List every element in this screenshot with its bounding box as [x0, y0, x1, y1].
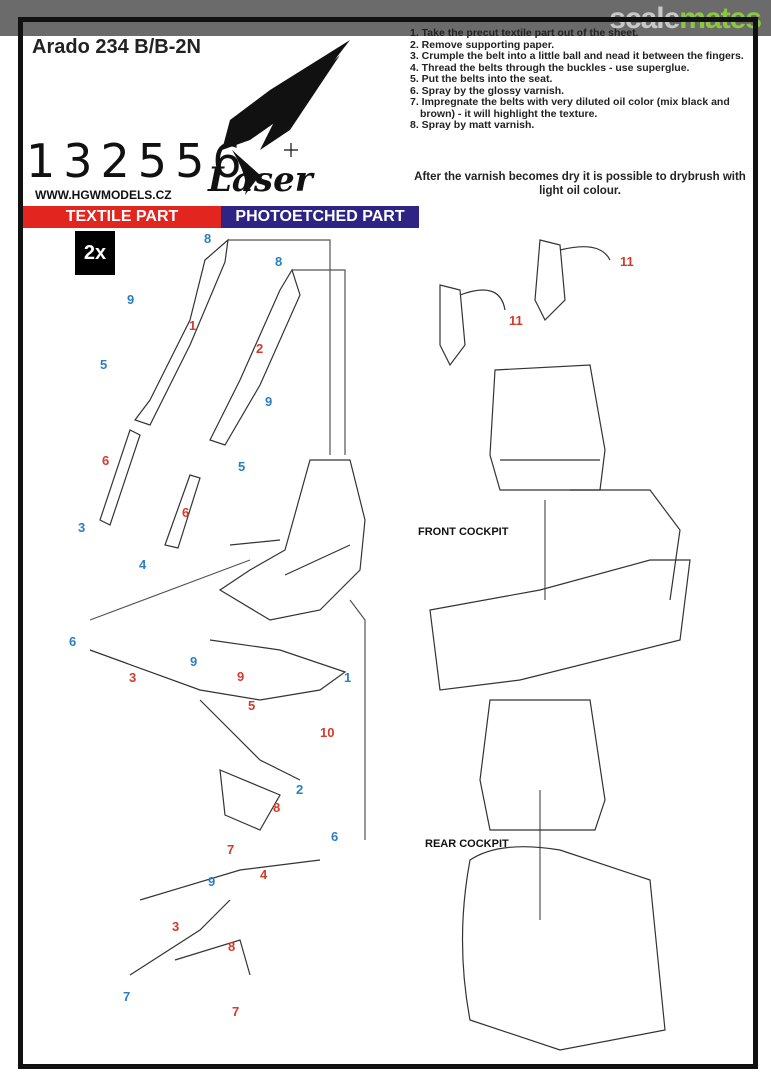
callout: 5	[238, 459, 246, 474]
rear-cockpit	[461, 699, 666, 1051]
callout: 11	[620, 254, 634, 269]
rear-cockpit-label: REAR COCKPIT	[425, 838, 509, 850]
callout: 9	[265, 394, 273, 409]
callout: 6	[102, 453, 110, 468]
callout: 9	[237, 669, 245, 684]
callout: 10	[320, 725, 335, 740]
quantity-badge: 2x	[75, 231, 115, 275]
seat	[218, 459, 366, 621]
callout: 8	[204, 231, 212, 246]
callout: 7	[232, 1004, 240, 1019]
callout: 7	[123, 989, 131, 1004]
after-note: After the varnish becomes dry it is poss…	[414, 171, 746, 197]
callout: 2	[296, 782, 304, 797]
instruction-step: 3. Crumple the belt into a little ball a…	[410, 50, 744, 62]
product-code: 132556	[26, 134, 250, 188]
callout: 8	[273, 800, 281, 815]
callout: 9	[190, 654, 198, 669]
instruction-step: 5. Put the belts into the seat.	[410, 73, 553, 85]
callout: 8	[275, 254, 283, 269]
callout: 1	[344, 670, 352, 685]
pe-harness-front	[439, 239, 611, 367]
callout: 9	[208, 874, 216, 889]
callout: 5	[248, 698, 256, 713]
callout: 7	[227, 842, 235, 857]
callout: 3	[172, 919, 180, 934]
instruction-step: 7. Impregnate the belts with very dilute…	[410, 96, 730, 120]
callout: 5	[100, 357, 108, 372]
callout: 9	[127, 292, 135, 307]
laser-logo: Laser	[208, 160, 313, 200]
instruction-step: 2. Remove supporting paper.	[410, 38, 555, 51]
callout: 8	[228, 939, 236, 954]
website-link: WWW.HGWMODELS.CZ	[35, 188, 172, 202]
callout: 3	[129, 670, 137, 685]
callout: 6	[331, 829, 339, 844]
instruction-step: 1. Take the precut textile part out of t…	[410, 27, 639, 39]
callout: 2	[256, 341, 264, 356]
callout: 6	[69, 634, 77, 649]
instruction-step: 8. Spray by matt varnish.	[410, 119, 535, 131]
lap-belt-assembly	[89, 639, 347, 976]
callout: 11	[509, 313, 523, 328]
textile-part-header: TEXTILE PART	[23, 206, 221, 228]
arrow-lines	[89, 239, 546, 920]
callout: 1	[189, 318, 197, 333]
iron-cross-icon	[284, 143, 298, 157]
page-title: Arado 234 B/B-2N	[32, 36, 201, 58]
callout: 4	[260, 867, 268, 882]
photoetched-part-header: PHOTOETCHED PART	[221, 206, 419, 228]
callout: 3	[78, 520, 86, 535]
eagle-logo-icon	[222, 40, 350, 195]
sheet-frame	[18, 17, 758, 1069]
instructions-list: 1. Take the precut textile part out of t…	[410, 27, 750, 132]
belt-2	[164, 268, 301, 549]
callout: 6	[182, 505, 190, 520]
front-cockpit	[429, 364, 691, 691]
instruction-step: 4. Thread the belts through the buckles …	[410, 61, 690, 74]
front-cockpit-label: FRONT COCKPIT	[418, 526, 509, 538]
callout: 4	[139, 557, 147, 572]
belt-1	[99, 238, 229, 526]
instruction-step: 6. Spray by the glossy varnish.	[410, 84, 565, 97]
